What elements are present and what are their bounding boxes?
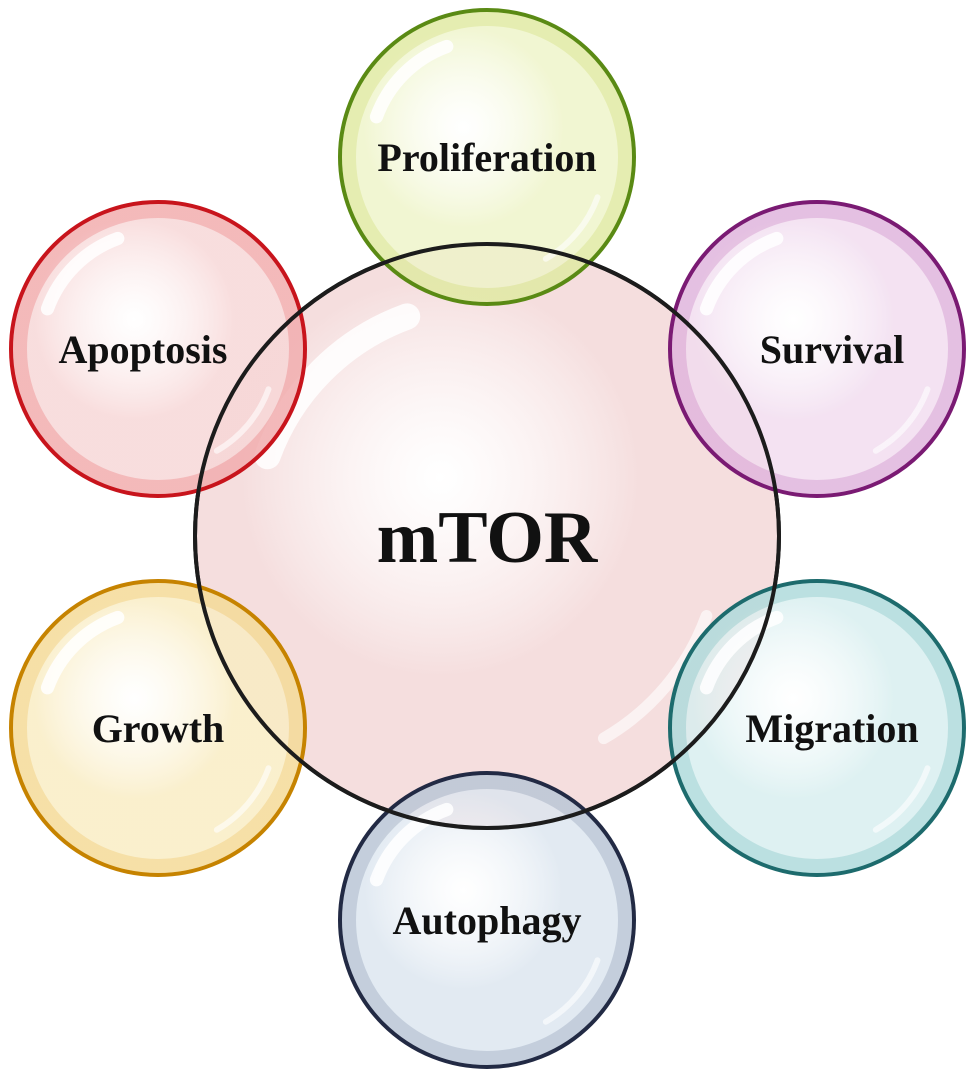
growth-rim — [13, 583, 303, 873]
growth-highlight — [40, 610, 125, 695]
autophagy-bubble — [338, 771, 636, 1069]
apoptosis-bubble — [9, 200, 307, 498]
growth-highlight-small — [213, 765, 272, 833]
autophagy-highlight — [369, 802, 454, 887]
proliferation-label: Proliferation — [377, 135, 596, 180]
survival-rim — [672, 204, 962, 494]
autophagy-highlight-small — [542, 957, 601, 1025]
growth-bubble — [9, 579, 307, 877]
survival-circle — [668, 200, 966, 498]
growth-circle — [9, 579, 307, 877]
migration-rim — [672, 583, 962, 873]
migration-circle — [668, 579, 966, 877]
survival-label: Survival — [760, 327, 904, 372]
survival-highlight-small — [872, 386, 931, 454]
apoptosis-highlight — [40, 231, 125, 316]
apoptosis-label: Apoptosis — [59, 327, 228, 372]
mtor-label: mTOR — [377, 497, 599, 579]
proliferation-circle — [338, 8, 636, 306]
mtor-outline — [193, 242, 781, 830]
autophagy-label: Autophagy — [393, 898, 582, 943]
proliferation-rim — [342, 12, 632, 302]
autophagy-rim — [342, 775, 632, 1065]
autophagy-circle — [338, 771, 636, 1069]
survival-highlight — [699, 231, 784, 316]
migration-label: Migration — [745, 706, 918, 751]
apoptosis-rim — [13, 204, 303, 494]
migration-highlight-small — [872, 765, 931, 833]
growth-label: Growth — [92, 706, 225, 751]
apoptosis-circle — [9, 200, 307, 498]
apoptosis-highlight-small — [213, 386, 272, 454]
proliferation-highlight — [369, 39, 454, 124]
proliferation-highlight-small — [542, 194, 601, 262]
mtor-highlight-small — [597, 610, 713, 745]
proliferation-bubble — [338, 8, 636, 306]
survival-bubble — [668, 200, 966, 498]
